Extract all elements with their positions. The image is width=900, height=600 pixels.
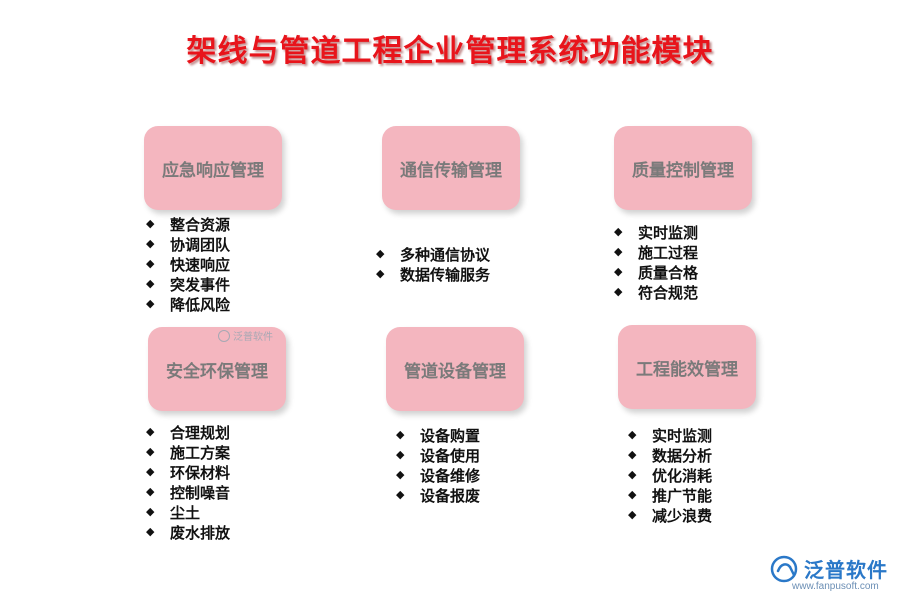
module-box-communication: 通信传输管理 — [382, 126, 520, 210]
diamond-bullet-icon: ◆ — [628, 448, 637, 461]
list-item: ◆降低风险 — [146, 295, 231, 314]
module-items-emergency: ◆整合资源 ◆协调团队 ◆快速响应 ◆突发事件 ◆降低风险 — [146, 214, 230, 314]
list-item: ◆数据分析 — [628, 446, 713, 465]
diamond-bullet-icon: ◆ — [146, 277, 155, 290]
list-item: ◆减少浪费 — [628, 506, 713, 525]
diamond-bullet-icon: ◆ — [614, 265, 623, 278]
diamond-bullet-icon: ◆ — [146, 217, 155, 230]
diamond-bullet-icon: ◆ — [376, 267, 385, 280]
brand-name: 泛普软件 — [804, 558, 888, 582]
list-item: ◆数据传输服务 — [376, 265, 491, 284]
diamond-bullet-icon: ◆ — [628, 488, 637, 501]
module-title: 应急响应管理 — [162, 160, 264, 181]
list-item: ◆整合资源 — [146, 215, 231, 234]
diamond-bullet-icon: ◆ — [146, 505, 155, 518]
list-item: ◆施工方案 — [146, 443, 231, 462]
diamond-bullet-icon: ◆ — [396, 488, 405, 501]
module-box-emergency: 应急响应管理 — [144, 126, 282, 210]
brand-logo: 泛普软件 — [770, 554, 888, 583]
list-item: ◆多种通信协议 — [376, 245, 491, 264]
module-box-pipeline-equipment: 管道设备管理 — [386, 327, 524, 411]
list-item: ◆设备购置 — [396, 426, 481, 445]
diamond-bullet-icon: ◆ — [614, 245, 623, 258]
module-items-energy-efficiency: ◆实时监测 ◆数据分析 ◆优化消耗 ◆推广节能 ◆减少浪费 — [628, 425, 712, 525]
list-item: ◆合理规划 — [146, 423, 231, 442]
diamond-bullet-icon: ◆ — [146, 465, 155, 478]
module-items-quality: ◆实时监测 ◆施工过程 ◆质量合格 ◆符合规范 — [614, 222, 698, 302]
list-item: ◆突发事件 — [146, 275, 231, 294]
diamond-bullet-icon: ◆ — [396, 448, 405, 461]
list-item: ◆废水排放 — [146, 523, 231, 542]
module-title: 质量控制管理 — [632, 160, 734, 181]
module-title: 工程能效管理 — [636, 359, 738, 380]
module-items-communication: ◆多种通信协议 ◆数据传输服务 — [376, 244, 490, 284]
diamond-bullet-icon: ◆ — [396, 428, 405, 441]
watermark-logo-icon — [218, 329, 230, 342]
diamond-bullet-icon: ◆ — [396, 468, 405, 481]
list-item: ◆实时监测 — [614, 223, 699, 242]
list-item: ◆实时监测 — [628, 426, 713, 445]
diamond-bullet-icon: ◆ — [614, 285, 623, 298]
list-item: ◆优化消耗 — [628, 466, 713, 485]
diamond-bullet-icon: ◆ — [146, 297, 155, 310]
list-item: ◆尘土 — [146, 503, 201, 522]
module-box-safety: 安全环保管理 — [148, 327, 286, 411]
list-item: ◆控制噪音 — [146, 483, 231, 502]
diamond-bullet-icon: ◆ — [628, 428, 637, 441]
list-item: ◆施工过程 — [614, 243, 699, 262]
module-items-safety: ◆合理规划 ◆施工方案 ◆环保材料 ◆控制噪音 ◆尘土 ◆废水排放 — [146, 422, 230, 542]
diamond-bullet-icon: ◆ — [146, 257, 155, 270]
list-item: ◆环保材料 — [146, 463, 231, 482]
module-title: 管道设备管理 — [404, 361, 506, 382]
list-item: ◆设备使用 — [396, 446, 481, 465]
brand-url: www.fanpusoft.com — [792, 581, 879, 592]
list-item: ◆快速响应 — [146, 255, 231, 274]
diamond-bullet-icon: ◆ — [628, 508, 637, 521]
diamond-bullet-icon: ◆ — [146, 525, 155, 538]
module-title: 安全环保管理 — [166, 361, 268, 382]
diamond-bullet-icon: ◆ — [146, 445, 155, 458]
list-item: ◆协调团队 — [146, 235, 231, 254]
list-item: ◆符合规范 — [614, 283, 699, 302]
module-title: 通信传输管理 — [400, 160, 502, 181]
list-item: ◆推广节能 — [628, 486, 713, 505]
diamond-bullet-icon: ◆ — [146, 237, 155, 250]
diamond-bullet-icon: ◆ — [146, 485, 155, 498]
diamond-bullet-icon: ◆ — [146, 425, 155, 438]
diamond-bullet-icon: ◆ — [628, 468, 637, 481]
page-title: 架线与管道工程企业管理系统功能模块 — [186, 34, 714, 69]
list-item: ◆设备报废 — [396, 486, 481, 505]
diamond-bullet-icon: ◆ — [614, 225, 623, 238]
diamond-bullet-icon: ◆ — [376, 247, 385, 260]
module-box-quality: 质量控制管理 — [614, 126, 752, 210]
brand-logo-icon — [770, 555, 798, 582]
list-item: ◆质量合格 — [614, 263, 699, 282]
list-item: ◆设备维修 — [396, 466, 481, 485]
module-box-energy-efficiency: 工程能效管理 — [618, 325, 756, 409]
module-items-pipeline-equipment: ◆设备购置 ◆设备使用 ◆设备维修 ◆设备报废 — [396, 425, 480, 505]
watermark: 泛普软件 — [218, 328, 273, 343]
